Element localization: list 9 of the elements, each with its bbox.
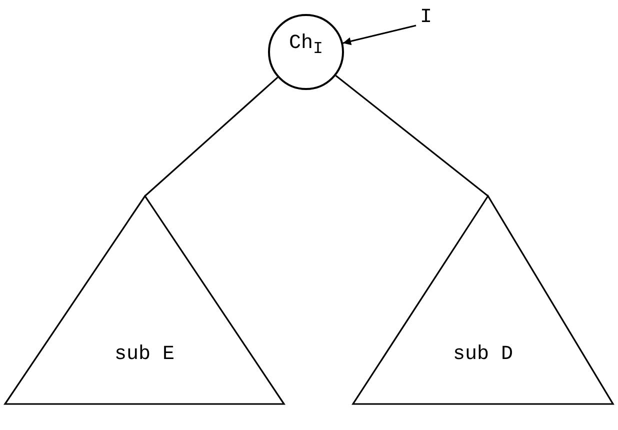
node-label: I — [420, 6, 432, 29]
node-label: Ch$_{I}$ — [289, 32, 323, 59]
subtree-triangle — [352, 195, 614, 405]
connector-line — [335, 74, 488, 197]
arrow — [342, 24, 416, 46]
subtree-triangle — [4, 195, 285, 405]
node-label: sub E — [114, 343, 174, 366]
node-label: sub D — [453, 343, 513, 366]
connector-line — [144, 76, 278, 197]
